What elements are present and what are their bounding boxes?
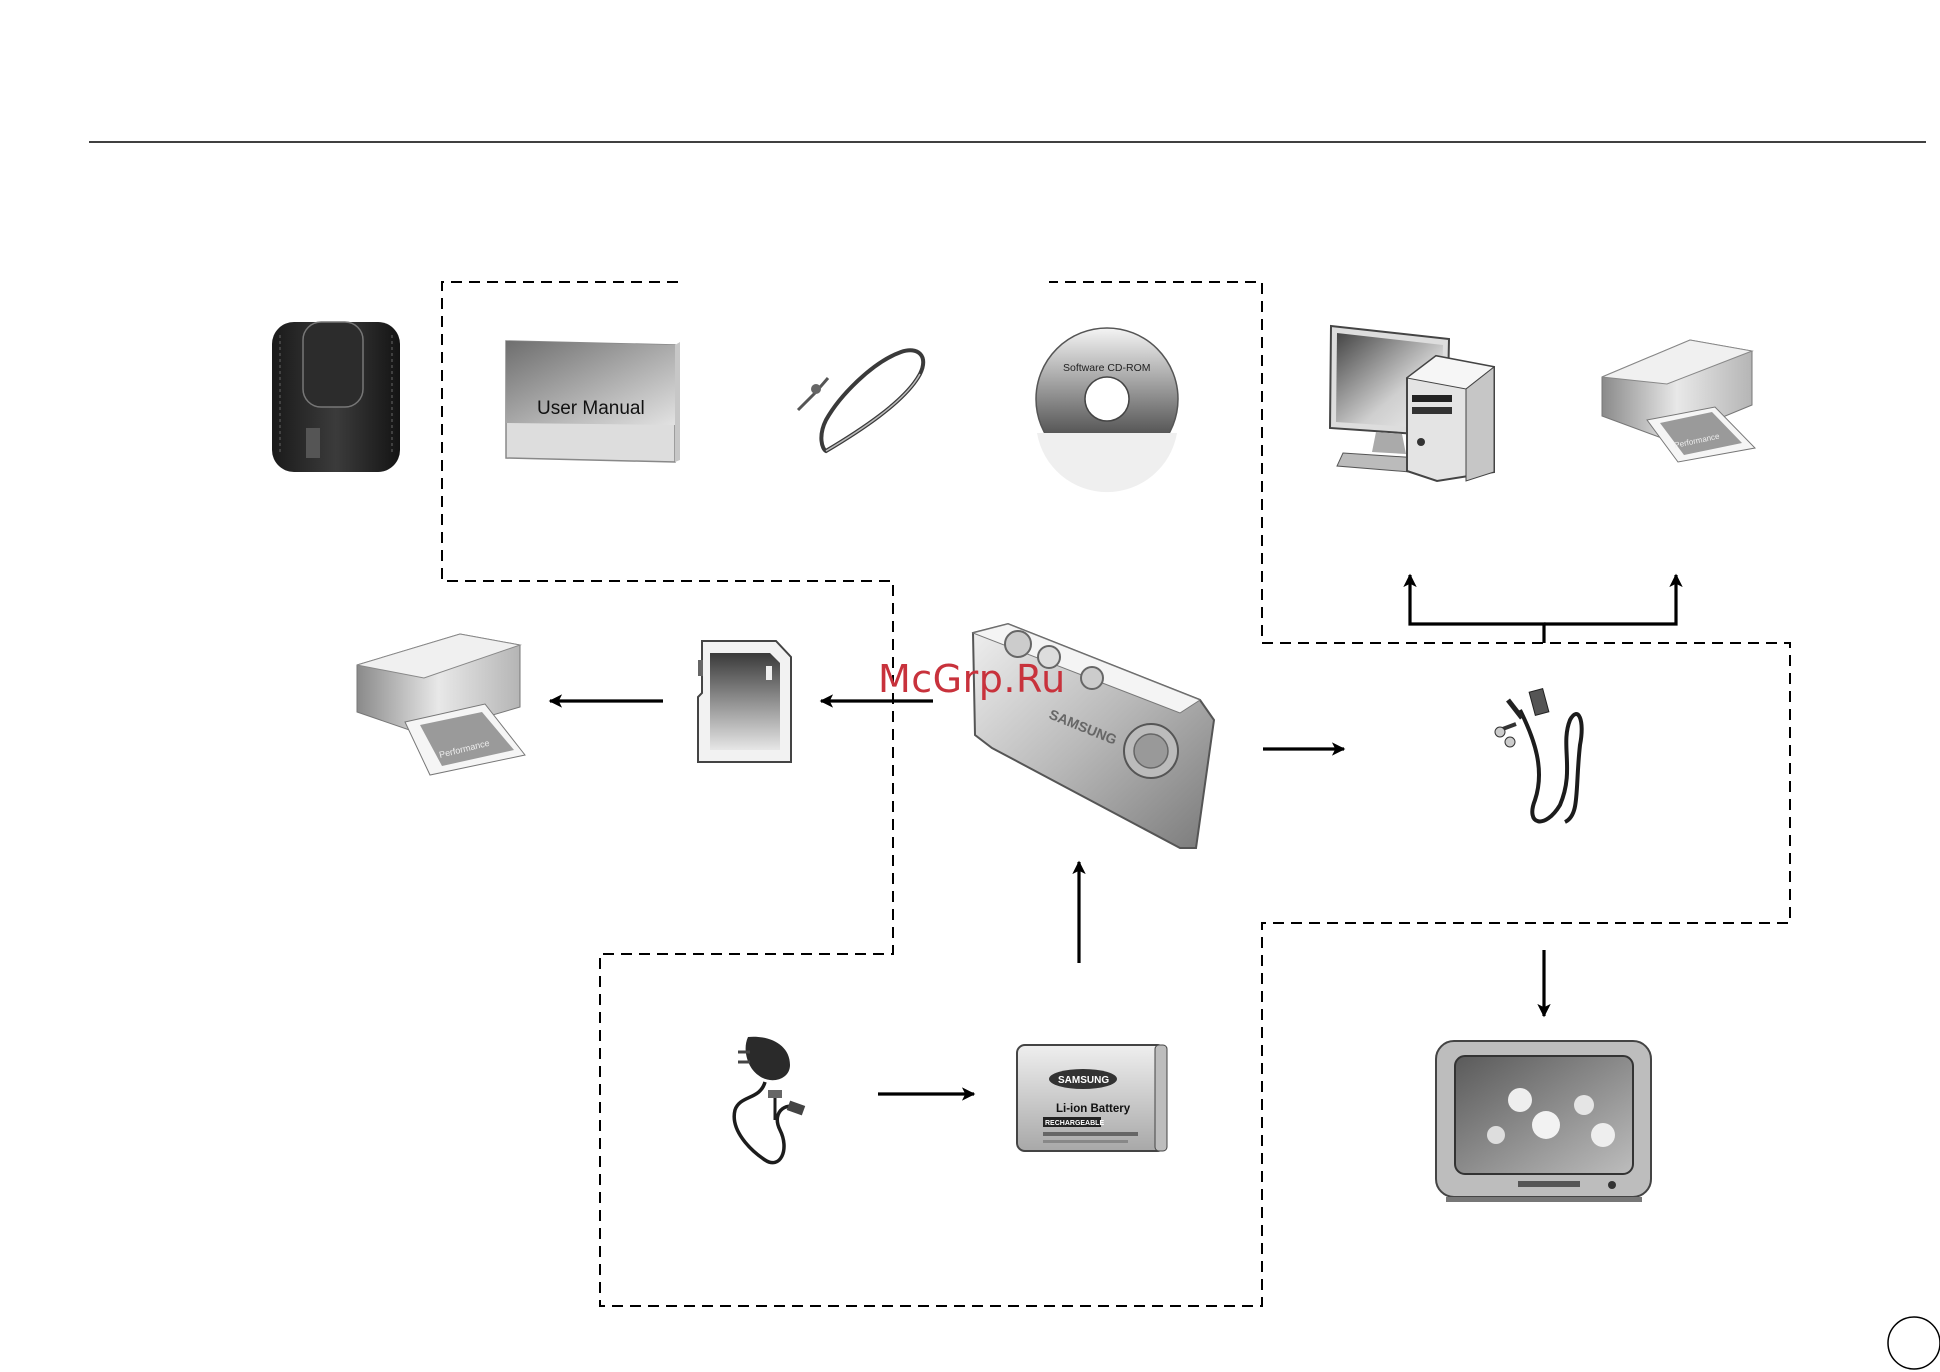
cable-icon	[1495, 689, 1582, 822]
strap-icon	[798, 350, 923, 451]
printer-icon: Performance	[1602, 340, 1755, 462]
battery-brand: SAMSUNG	[1058, 1075, 1109, 1086]
battery-title: Li-ion Battery	[1056, 1103, 1131, 1115]
manual-icon: User Manual	[506, 341, 680, 462]
sd-card-icon	[698, 641, 791, 762]
cd-icon: Software CD-ROM	[1036, 328, 1178, 492]
watermark: McGrp.Ru	[878, 660, 1066, 698]
battery-rechargeable: RECHARGEABLE	[1045, 1120, 1104, 1127]
page-number-badge	[1888, 1317, 1940, 1369]
tv-icon	[1436, 1041, 1651, 1202]
cd-label: Software CD-ROM	[1063, 362, 1151, 374]
manual-title: User Manual	[537, 398, 645, 419]
adapter-icon	[734, 1037, 805, 1163]
battery-icon: SAMSUNG Li-ion Battery RECHARGEABLE	[1017, 1045, 1167, 1151]
pc-icon	[1330, 326, 1494, 481]
arrow-cable-branch-right	[1544, 575, 1676, 624]
case-icon	[272, 322, 400, 472]
arrow-cable-branch	[1410, 575, 1544, 643]
printer-icon-left: Performance	[357, 634, 525, 775]
